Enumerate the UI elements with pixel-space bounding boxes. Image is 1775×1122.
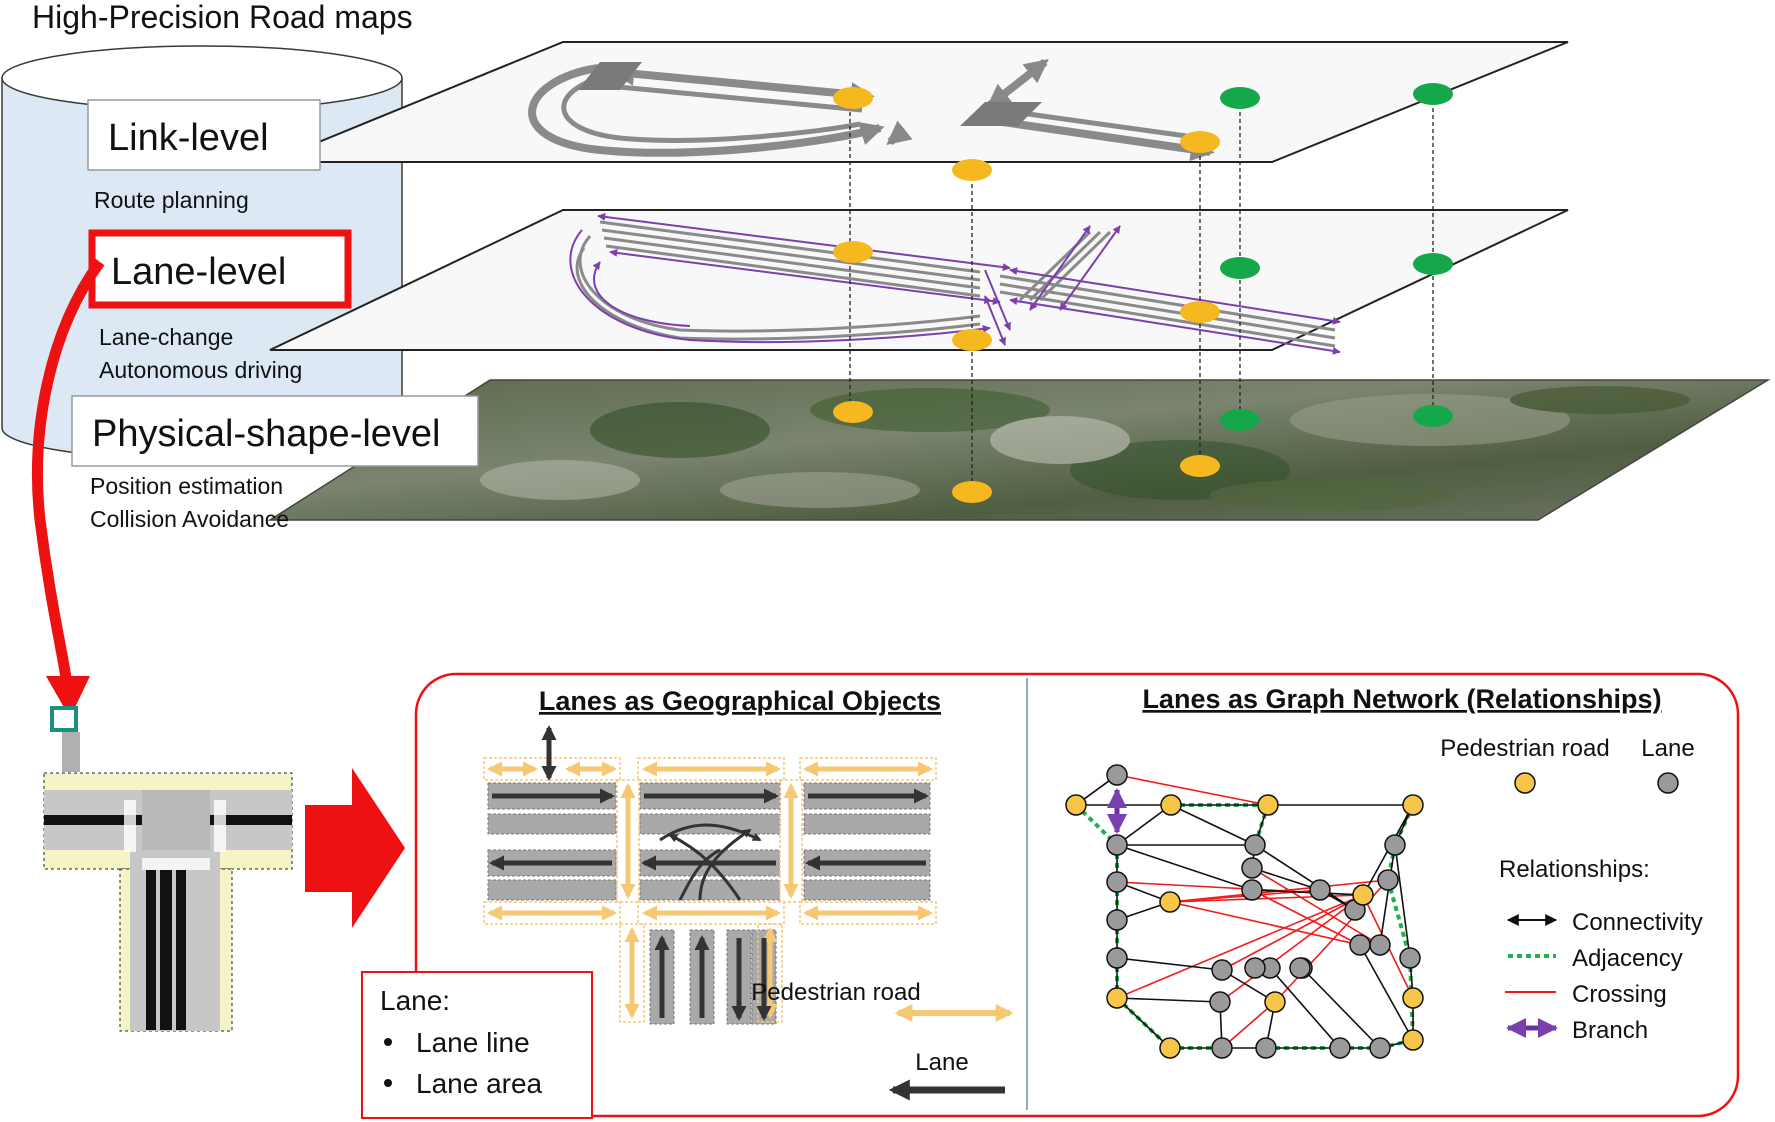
lane-node	[1369, 1037, 1391, 1059]
lane-box-title: Lane:	[380, 985, 450, 1016]
pedestrian-node	[1402, 794, 1424, 816]
geo-panel-heading: Lanes as Geographical Objects	[539, 686, 941, 716]
lane-level-use-2: Autonomous driving	[99, 357, 302, 383]
connectivity-edge	[1116, 993, 1221, 1007]
lane-level-plane	[269, 209, 1569, 355]
lane-graph-network	[1065, 764, 1424, 1059]
lane-node	[1399, 947, 1421, 969]
lane-node	[1244, 957, 1266, 979]
physical-shape-use-2: Collision Avoidance	[90, 506, 289, 532]
lane-node	[1211, 1037, 1233, 1059]
lane-node	[1244, 834, 1266, 856]
connectivity-edge	[1116, 954, 1223, 974]
lane-node	[1255, 1037, 1277, 1059]
pedestrian-node	[1065, 794, 1087, 816]
crossing-edge	[1116, 774, 1269, 806]
lane-geometry-graphic	[483, 725, 937, 1025]
lane-level-label: Lane-level	[111, 251, 286, 293]
link-level-label: Link-level	[108, 117, 269, 159]
branch-legend-label: Branch	[1572, 1017, 1648, 1044]
diagram-title: High-Precision Road maps	[32, 0, 413, 35]
physical-shape-plane	[267, 379, 1771, 521]
node-legend-lane: Lane	[1641, 735, 1694, 762]
pedestrian-node	[1402, 1029, 1424, 1051]
node-legend-pedestrian: Pedestrian road	[1440, 735, 1609, 762]
pedestrian-node	[1264, 991, 1286, 1013]
lane-box-item-1: Lane line	[416, 1027, 530, 1058]
physical-shape-use-1: Position estimation	[90, 473, 283, 499]
link-level-use-1: Route planning	[94, 187, 249, 213]
lane-legend-label: Lane	[915, 1049, 968, 1076]
lane-level-use-1: Lane-change	[99, 324, 233, 350]
pedestrian-node	[1160, 794, 1182, 816]
lane-node	[1377, 869, 1399, 891]
pedestrian-node	[1159, 891, 1181, 913]
connectivity-edge	[1170, 804, 1256, 846]
lane-node	[1369, 934, 1391, 956]
relationships-title: Relationships:	[1499, 856, 1650, 883]
transform-arrow	[305, 768, 405, 928]
pedestrian-node	[1402, 987, 1424, 1009]
layer-markers	[833, 83, 1453, 503]
lane-node	[1106, 871, 1128, 893]
physical-shape-level-box: Physical-shape-level	[71, 395, 479, 467]
lane-node	[1241, 879, 1263, 901]
pedestrian-node	[1352, 884, 1374, 906]
lane-definition-box: Lane: Lane line Lane area	[361, 971, 593, 1119]
lane-node	[1309, 879, 1331, 901]
lane-node	[1106, 947, 1128, 969]
intersection-thumbnail	[43, 706, 293, 1032]
lane-node	[1106, 764, 1128, 786]
node-legend-lane-marker	[1657, 772, 1679, 794]
pedestrian-road-label: Pedestrian road	[751, 979, 920, 1006]
pedestrian-node	[1106, 987, 1128, 1009]
link-level-plane	[269, 41, 1569, 163]
lane-node	[1106, 834, 1128, 856]
connectivity-edge	[1376, 844, 1399, 946]
connectivity-edge	[1254, 844, 1356, 911]
lane-node	[1329, 1037, 1351, 1059]
link-level-box: Link-level	[87, 99, 321, 171]
adjacency-legend-label: Adjacency	[1572, 945, 1683, 972]
lane-node	[1349, 934, 1371, 956]
crossing-edge	[1116, 894, 1364, 999]
physical-shape-level-label: Physical-shape-level	[92, 413, 441, 455]
lane-node	[1241, 857, 1263, 879]
lane-node	[1209, 991, 1231, 1013]
graph-panel-heading: Lanes as Graph Network (Relationships)	[1142, 684, 1661, 714]
connectivity-edge	[1359, 944, 1414, 1041]
connectivity-edge	[1116, 804, 1172, 846]
lane-box-item-2: Lane area	[416, 1068, 543, 1099]
connectivity-legend-label: Connectivity	[1572, 909, 1703, 936]
pedestrian-node	[1257, 794, 1279, 816]
crossing-edge	[1169, 901, 1361, 946]
lane-node	[1106, 909, 1128, 931]
lane-node	[1211, 959, 1233, 981]
crossing-legend-label: Crossing	[1572, 981, 1667, 1008]
lane-node	[1289, 957, 1311, 979]
pedestrian-node	[1159, 1037, 1181, 1059]
node-legend-pedestrian-marker	[1514, 772, 1536, 794]
lane-node	[1384, 834, 1406, 856]
zoom-arrow	[32, 258, 105, 718]
lane-level-box: Lane-level	[88, 229, 352, 309]
connectivity-edge	[1116, 843, 1253, 892]
